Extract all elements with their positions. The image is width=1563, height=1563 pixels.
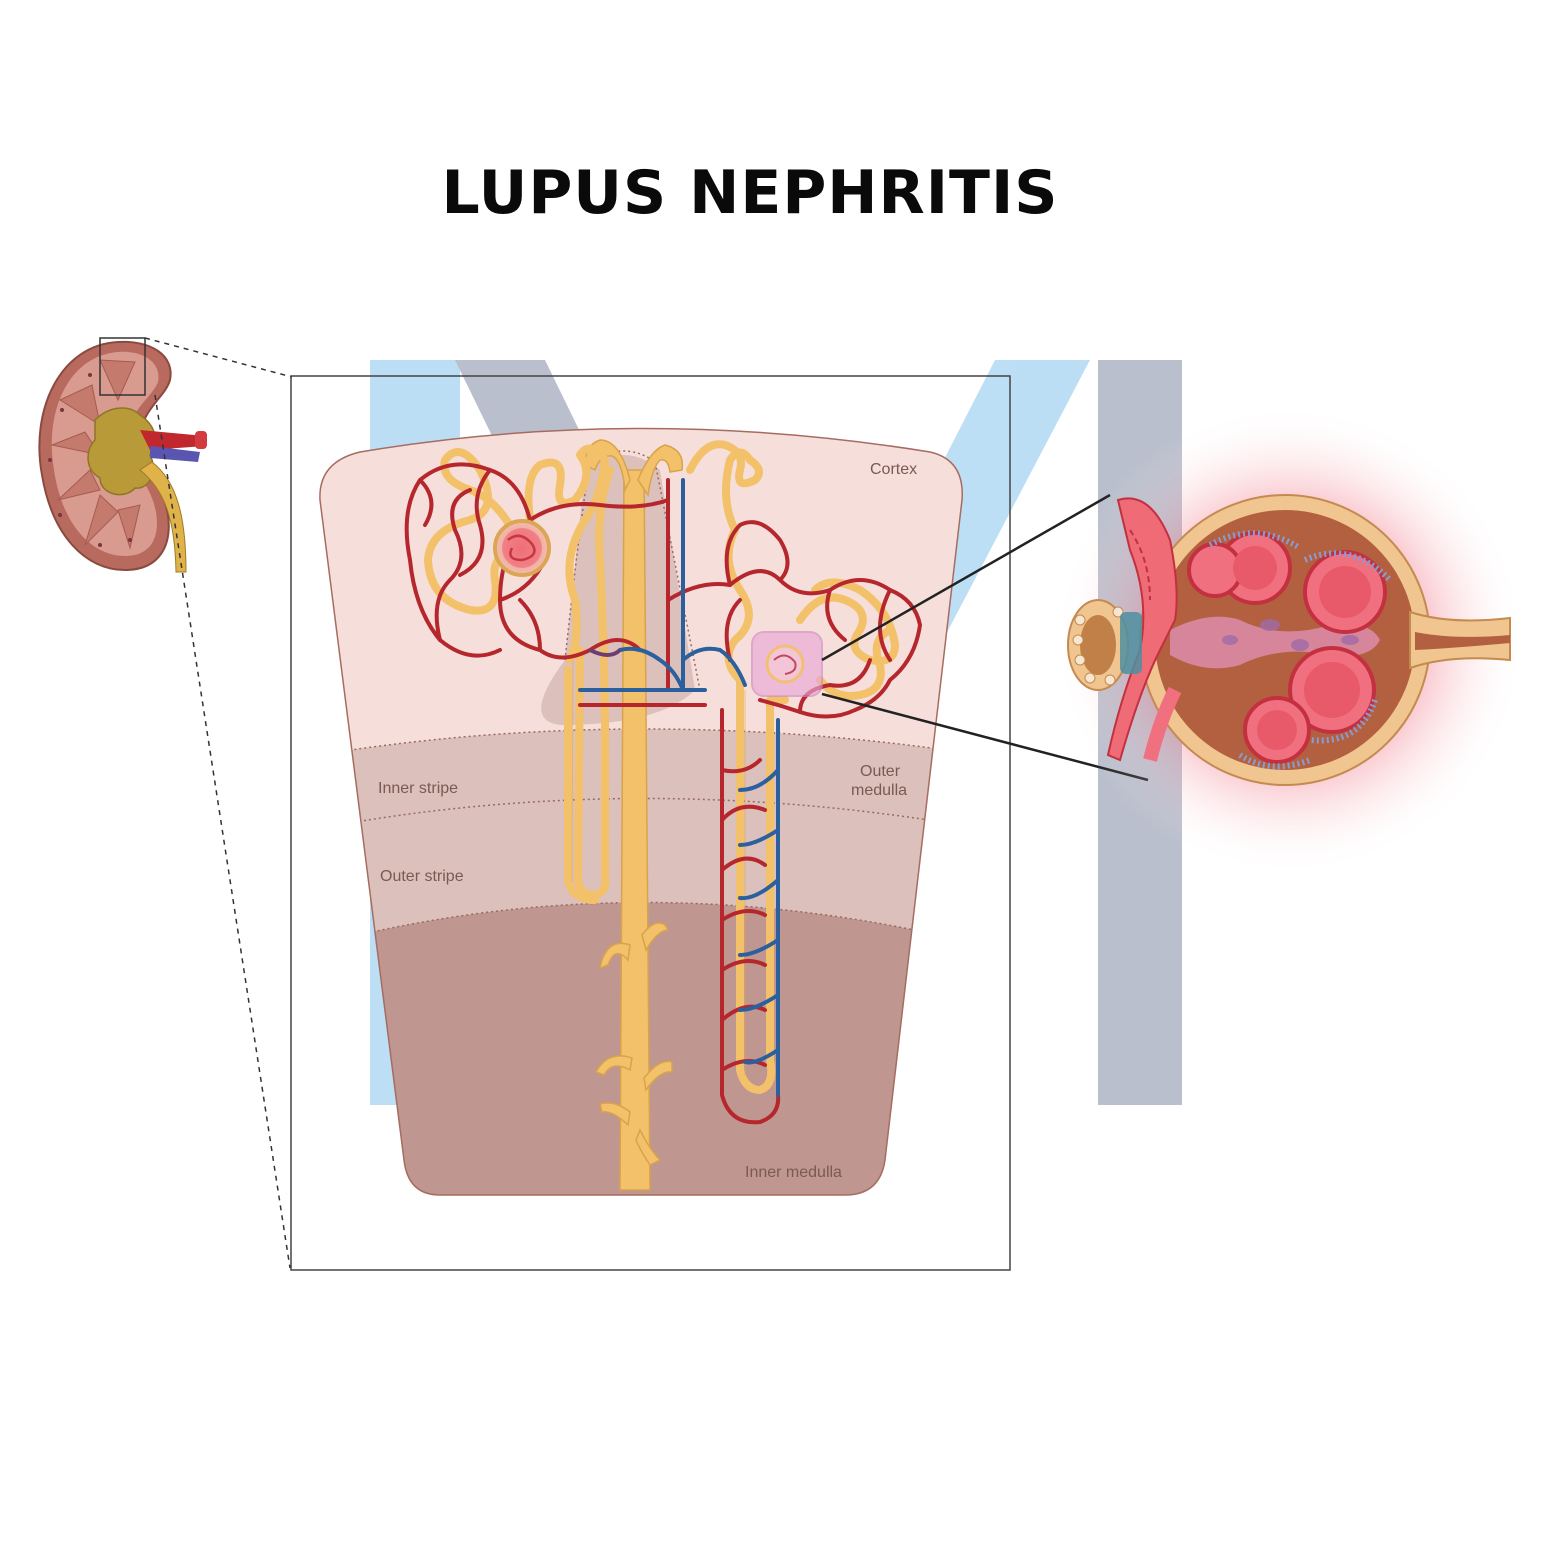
kidney-cross-section [38,337,207,573]
tissue-outline [319,427,963,1196]
label-outer-medulla-1: Outer [860,763,901,780]
peritubular-capillaries-arterial [404,462,922,1125]
glomerulus-detail [1055,405,1525,875]
zoom-lines [144,337,293,1269]
label-inner-stripe: Inner stripe [378,780,458,797]
veins [578,478,780,1097]
glomerulus-small [490,516,554,580]
zone-labels: Cortex Outer medulla Inner stripe Outer … [378,461,917,1181]
glomerulus-highlighted [751,631,823,697]
page-title: LUPUS NEPHRITIS [441,158,1059,228]
label-cortex: Cortex [870,461,917,478]
label-inner-medulla: Inner medulla [745,1164,842,1181]
label-outer-stripe: Outer stripe [380,868,464,885]
detail-frame [290,375,1011,1271]
label-outer-medulla-2: medulla [851,782,907,799]
